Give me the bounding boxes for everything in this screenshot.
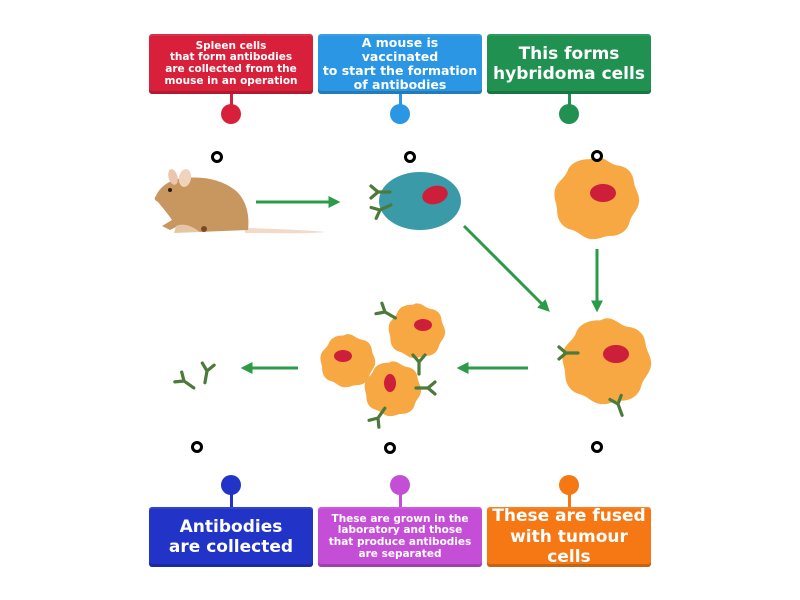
drop-target-mouse[interactable] bbox=[211, 151, 223, 163]
label-spleen-cells[interactable]: Spleen cells that form antibodies are co… bbox=[149, 34, 313, 94]
tumour-cell-illustration bbox=[554, 157, 640, 240]
label-text: Spleen cells that form antibodies are co… bbox=[164, 39, 298, 87]
pin-spleen-cells[interactable] bbox=[221, 94, 241, 124]
label-mouse-vaccinated[interactable]: A mouse is vaccinated to start the forma… bbox=[318, 34, 482, 94]
hybridoma-cell-illustration bbox=[557, 318, 652, 419]
drop-target-antibodies[interactable] bbox=[191, 441, 203, 453]
label-text: Antibodies are collected bbox=[168, 516, 294, 557]
label-text: These are grown in the laboratory and th… bbox=[328, 512, 472, 560]
label-hybridoma[interactable]: This forms hybridoma cells bbox=[487, 34, 651, 94]
pin-grown-in-lab[interactable] bbox=[390, 475, 410, 507]
label-text: This forms hybridoma cells bbox=[493, 43, 645, 84]
process-arrows bbox=[240, 196, 603, 374]
antibodies-illustration bbox=[173, 361, 216, 395]
spleen-cell-illustration bbox=[369, 172, 461, 230]
pin-hybridoma[interactable] bbox=[559, 94, 579, 124]
drop-target-hybridoma-cell[interactable] bbox=[591, 441, 603, 453]
label-text: These are fused with tumour cells bbox=[492, 506, 646, 568]
drop-target-tumour-cell[interactable] bbox=[591, 150, 603, 162]
label-antibodies-collected[interactable]: Antibodies are collected bbox=[149, 507, 313, 567]
drop-target-spleen-cell[interactable] bbox=[404, 151, 416, 163]
mouse-illustration bbox=[154, 169, 325, 234]
cultured-cells-illustration bbox=[320, 301, 446, 429]
pin-mouse-vaccinated[interactable] bbox=[390, 94, 410, 124]
drop-target-cultured-cells[interactable] bbox=[384, 442, 396, 454]
label-grown-in-lab[interactable]: These are grown in the laboratory and th… bbox=[318, 507, 482, 567]
label-fused-tumour[interactable]: These are fused with tumour cells bbox=[487, 506, 651, 568]
pin-fused-tumour[interactable] bbox=[559, 475, 579, 507]
label-text: A mouse is vaccinated to start the forma… bbox=[322, 35, 478, 92]
pin-antibodies-collected[interactable] bbox=[221, 475, 241, 507]
